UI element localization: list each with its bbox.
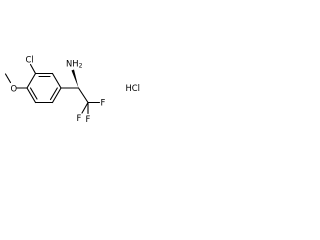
bond-c-to-f3: [81, 101, 89, 114]
ring-bond-c1-c2: [26, 72, 37, 89]
o-atom-label: O: [11, 84, 18, 94]
ring-double-bond-inner-3: [29, 87, 38, 100]
hcl-salt-label: HCl: [126, 83, 140, 93]
ring-double-bond-inner-2: [49, 87, 58, 101]
wedge-bond-to-nh2: [71, 69, 79, 88]
nh2-atom-label: NH2: [66, 59, 83, 70]
ring-bond-c4-c5: [51, 87, 62, 104]
ring-bond-c6-c1: [26, 87, 37, 104]
nh-subscript: 2: [79, 62, 83, 69]
f3-atom-label: F: [77, 113, 82, 123]
bond-ring-to-cl: [29, 63, 37, 75]
cl-atom-label: Cl: [26, 55, 34, 65]
chemical-structure-diagram: Cl O NH2 F F F HCl: [4, 55, 140, 124]
bond-o-to-methyl: [4, 73, 12, 84]
nh-atom-text: NH: [66, 59, 79, 69]
bond-chiral-c-to-cf3: [77, 87, 89, 104]
benzene-ring: [26, 72, 62, 104]
f2-atom-label: F: [86, 114, 91, 124]
f1-atom-label: F: [101, 98, 106, 108]
ring-bond-c3-c4: [51, 72, 62, 89]
